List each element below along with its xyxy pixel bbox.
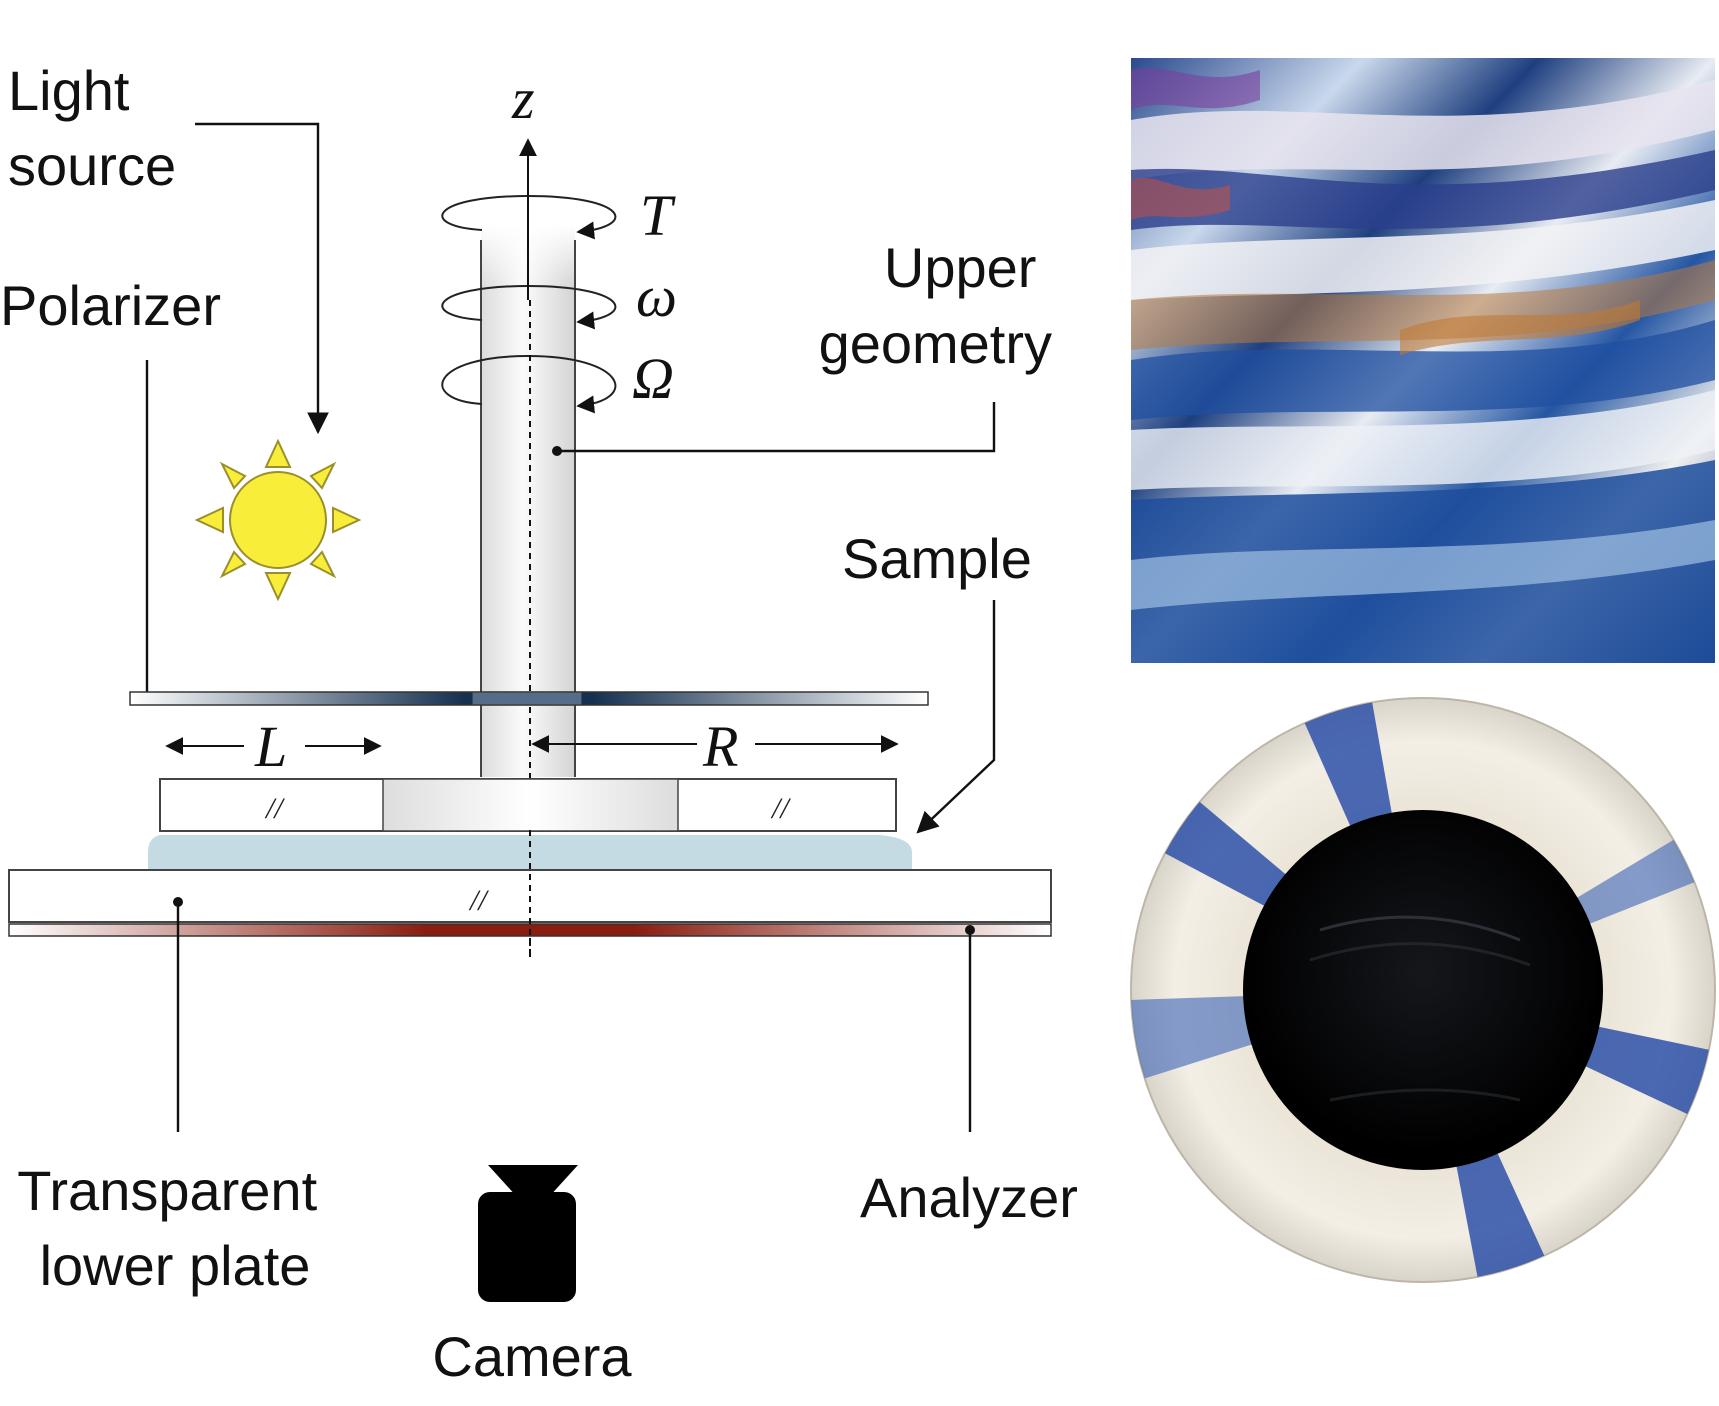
camera-label: Camera: [432, 1325, 632, 1388]
angular-velocity-symbol: ω: [636, 264, 677, 329]
upper-geometry-rod: [480, 225, 576, 777]
polarizer-rod-overlap: [471, 691, 583, 706]
parallel-mark-right: //: [770, 792, 791, 825]
light-source-leader: [195, 122, 329, 435]
sun-disk: [229, 471, 327, 569]
radius-symbol: R: [702, 714, 738, 779]
parallel-mark-center: //: [468, 884, 489, 917]
upper-geometry-label: Upper geometry: [819, 236, 1052, 375]
sample-leader: [916, 600, 996, 834]
parallel-mark-left: //: [264, 792, 285, 825]
oscillation-rotation-arrow: [441, 354, 617, 414]
polarizer-label: Polarizer: [0, 274, 221, 337]
z-axis-label: z: [511, 66, 535, 131]
upper-geometry-leader: [557, 402, 996, 453]
sun-icon: [194, 438, 362, 602]
camera-icon: [478, 1165, 578, 1302]
birefringence-texture-photo: [1131, 58, 1715, 663]
transparent-lower-plate-label: Transparent lower plate: [17, 1159, 332, 1297]
upper-disk: [159, 778, 897, 832]
sample-label: Sample: [842, 527, 1032, 590]
oscillation-symbol: Ω: [632, 346, 674, 411]
length-symbol: L: [254, 714, 287, 779]
light-source-label: Light source: [8, 59, 176, 197]
analyzer-label: Analyzer: [860, 1166, 1078, 1229]
torque-symbol: T: [640, 183, 676, 248]
circular-sample-photo: [1130, 697, 1716, 1283]
